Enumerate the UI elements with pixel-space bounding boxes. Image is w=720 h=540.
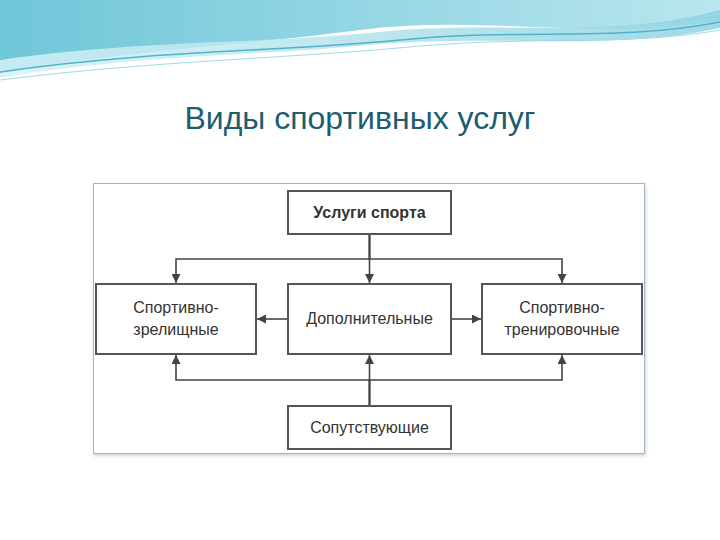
category-box: Дополнительные	[287, 283, 452, 355]
wave-line	[0, 22, 720, 72]
arrow-connector	[370, 355, 563, 405]
wave-band	[0, 10, 720, 78]
root-box: Услуги спорта	[287, 190, 452, 235]
box-label: Спортивно- тренировочные	[498, 297, 626, 340]
arrow-connector	[257, 318, 287, 320]
category-box: Спортивно- тренировочные	[481, 283, 643, 355]
slide-title: Виды спортивных услуг	[0, 100, 720, 137]
category-box: Спортивно- зрелищные	[95, 283, 257, 355]
box-label: Сопутствующие	[310, 417, 429, 439]
arrow-connector	[370, 235, 563, 283]
arrow-connector	[176, 355, 370, 405]
box-label: Спортивно- зрелищные	[112, 297, 240, 340]
box-label: Услуги спорта	[313, 202, 425, 224]
arrow-connector	[176, 235, 370, 283]
box-label: Дополнительные	[306, 308, 433, 330]
wave-line	[0, 30, 720, 80]
wave-decoration	[0, 0, 720, 90]
category-box: Сопутствующие	[287, 405, 452, 450]
arrow-connector	[452, 318, 481, 320]
